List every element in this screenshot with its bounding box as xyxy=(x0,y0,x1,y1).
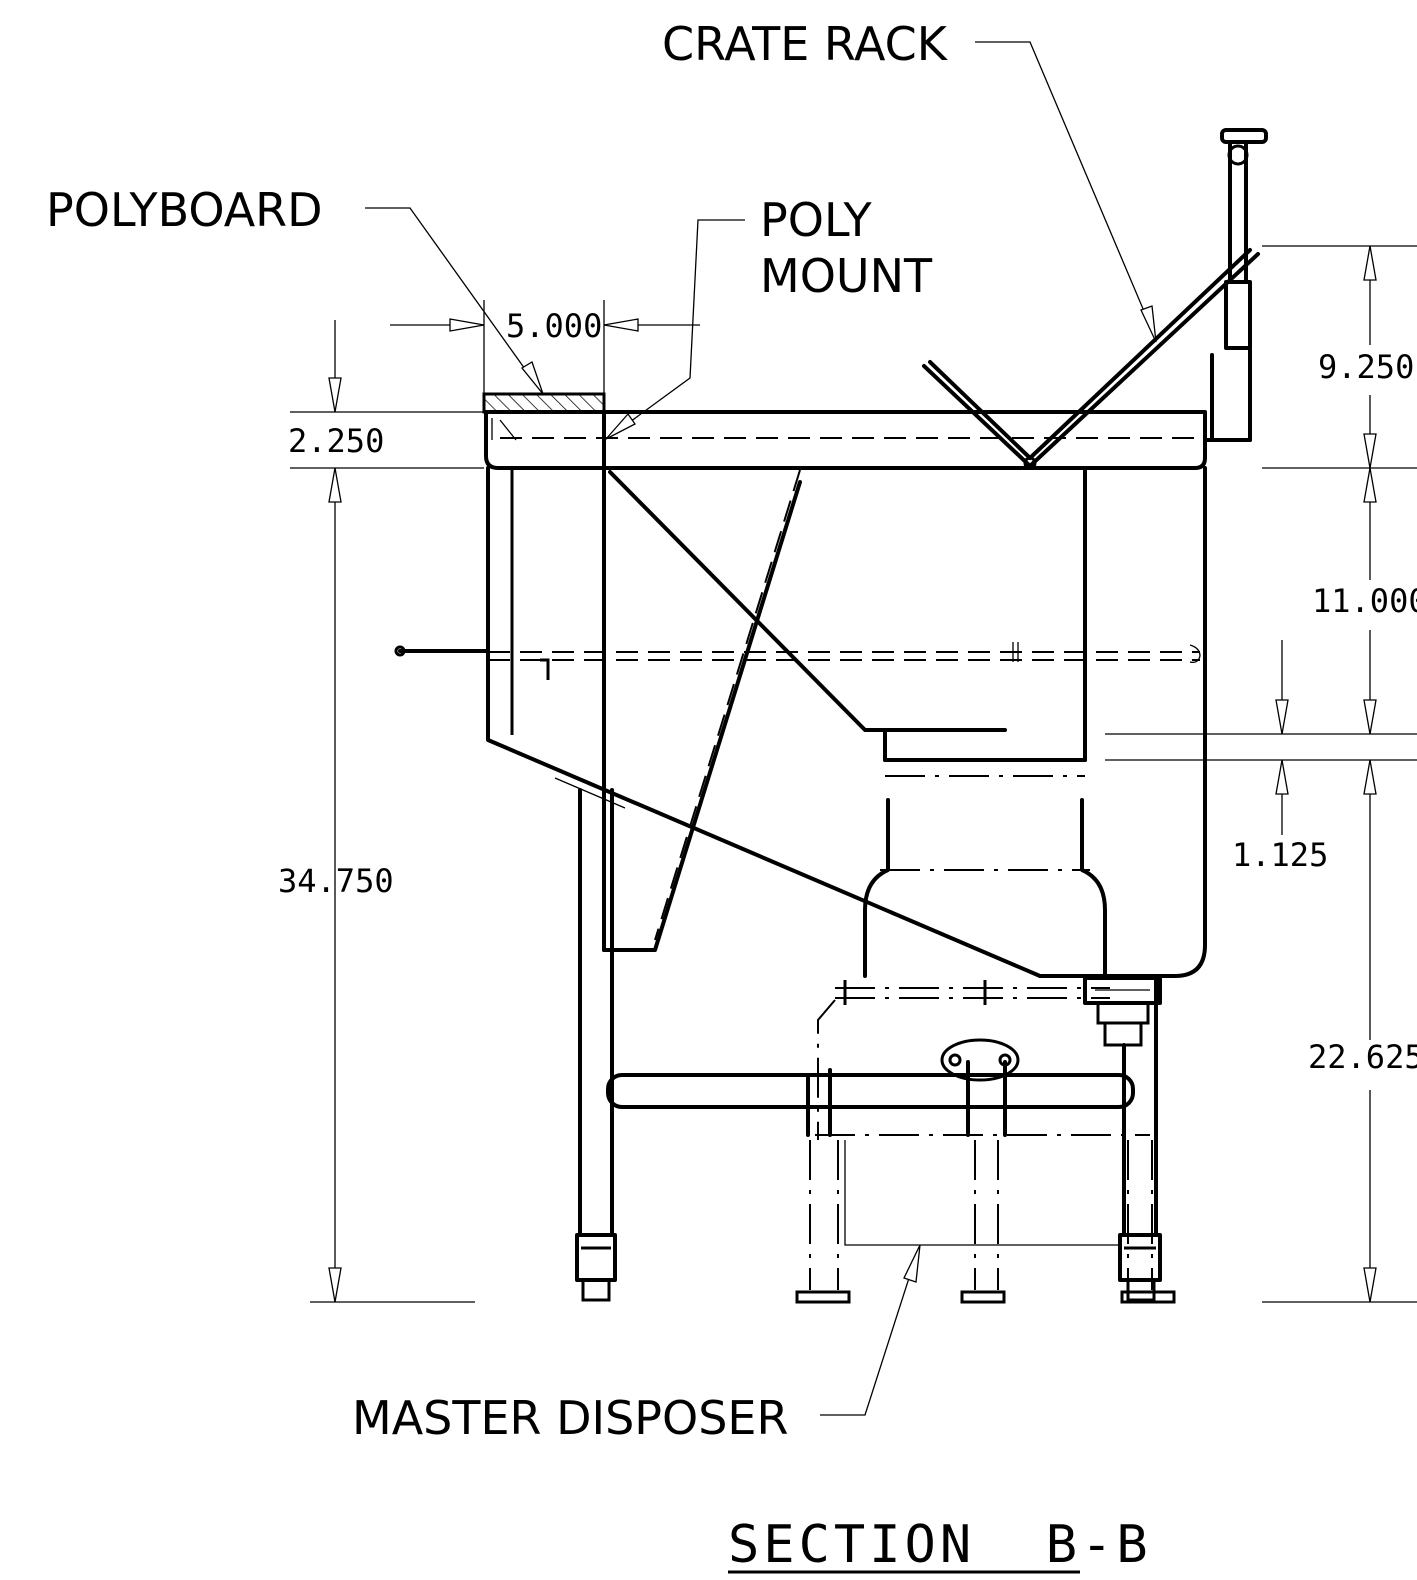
dim-top-thickness: 2.250 xyxy=(288,422,384,460)
master-disposer xyxy=(795,775,1176,1304)
poly-mount-label-line1: POLY xyxy=(760,193,872,247)
poly-mount-label-line2: MOUNT xyxy=(760,249,933,303)
polyboard-label: POLYBOARD xyxy=(46,183,323,237)
dim-overall-height: 34.750 xyxy=(278,862,394,900)
dim-poly-width: 5.000 xyxy=(506,307,602,345)
sink-body xyxy=(394,392,1207,1302)
dim-floor-to-bottom: 22.625 xyxy=(1308,1038,1417,1076)
crate-rack xyxy=(922,128,1268,470)
crate-rack-label: CRATE RACK xyxy=(662,17,949,71)
dim-rack-height: 9.250 xyxy=(1318,348,1414,386)
master-disposer-label: MASTER DISPOSER xyxy=(352,1391,788,1445)
dim-bottom-offset: 1.125 xyxy=(1232,836,1328,874)
dimension-lines xyxy=(290,245,1417,1303)
section-title: SECTION B-B xyxy=(728,1515,1152,1575)
polyboard-shape xyxy=(482,392,606,414)
dim-tank-depth: 11.000 xyxy=(1312,582,1417,620)
leader-lines xyxy=(365,41,1157,1416)
